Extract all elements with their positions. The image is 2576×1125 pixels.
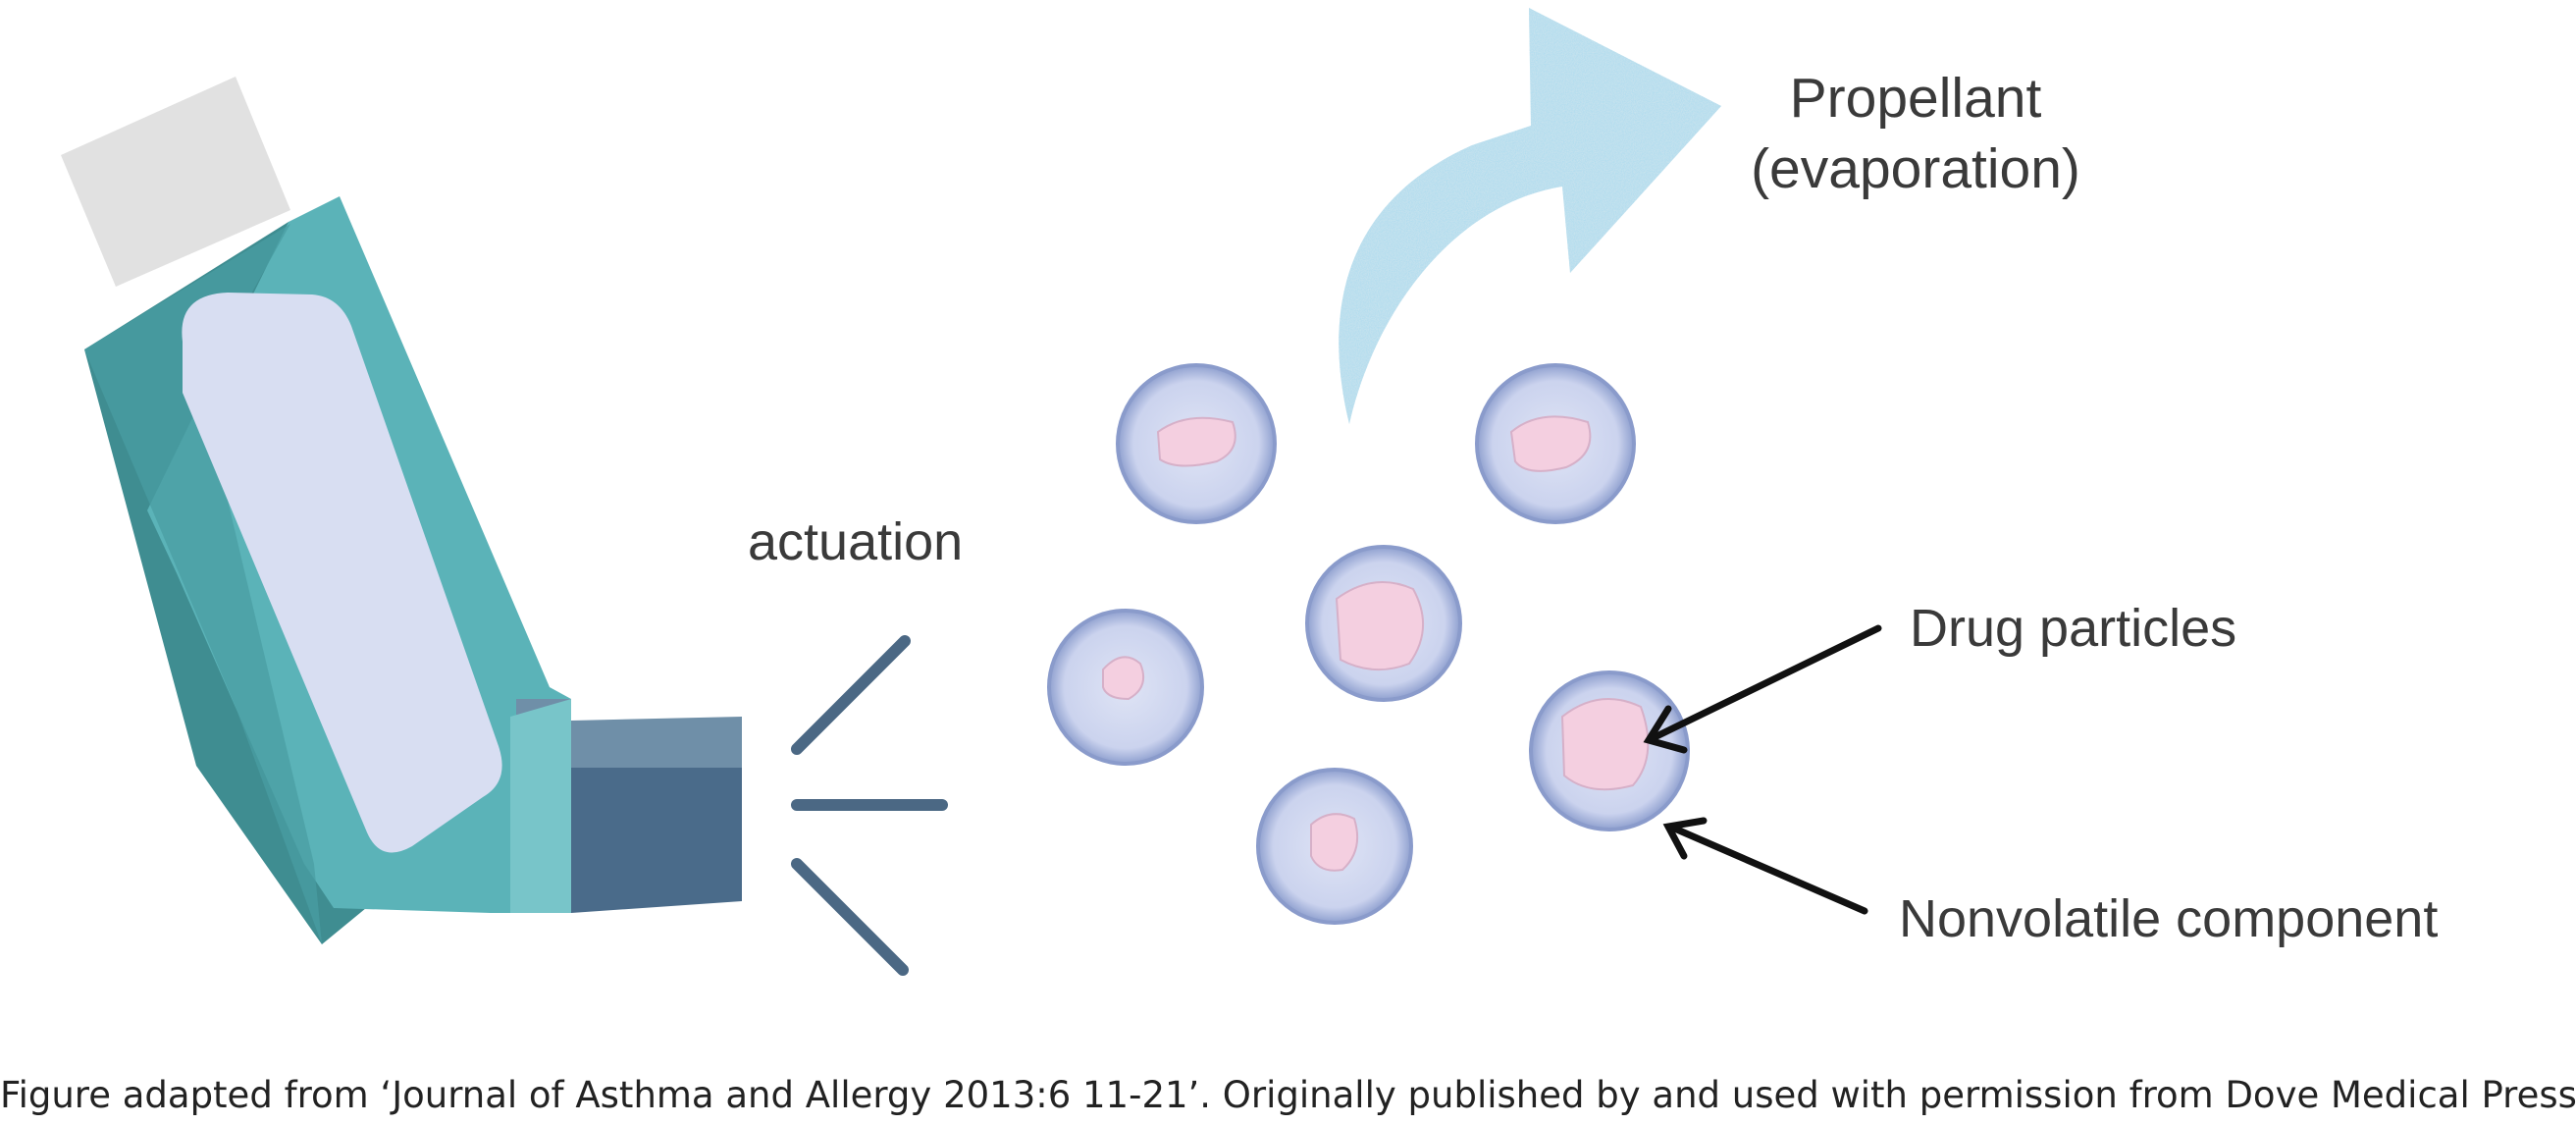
inhaler-cap: [61, 77, 290, 287]
droplet: [1305, 545, 1462, 702]
spray-line-lower: [791, 858, 909, 976]
actuation-spray-lines: [791, 635, 948, 976]
actuation-label: actuation: [748, 512, 964, 571]
figure-caption: Figure adapted from ‘Journal of Asthma a…: [0, 1074, 2576, 1116]
spray-line-upper: [791, 635, 911, 755]
caption-text: Figure adapted from ‘Journal of Asthma a…: [0, 1074, 2576, 1116]
propellant-label-line2: (evaporation): [1751, 137, 2080, 200]
droplet: [1529, 670, 1690, 831]
droplet: [1256, 768, 1413, 925]
inhaler-label-panel: [182, 293, 502, 853]
droplet: [1475, 363, 1636, 524]
propellant-label: Propellant (evaporation): [1749, 63, 2082, 204]
inhaler-body-side: [84, 224, 322, 944]
drug-particles-label: Drug particles: [1910, 599, 2237, 658]
droplet: [1047, 609, 1204, 766]
propellant-arrow: [1339, 8, 1721, 424]
mouthpiece-top: [516, 699, 742, 768]
nonvolatile-arrow: [1662, 817, 1868, 915]
drug-particles-arrow: [1643, 624, 1882, 754]
mouthpiece: [571, 768, 742, 913]
droplet: [1116, 363, 1277, 524]
propellant-label-line1: Propellant: [1789, 67, 2042, 130]
inhaler: [61, 77, 742, 944]
nonvolatile-component-label: Nonvolatile component: [1899, 889, 2439, 948]
mouthpiece-joint: [510, 699, 571, 913]
